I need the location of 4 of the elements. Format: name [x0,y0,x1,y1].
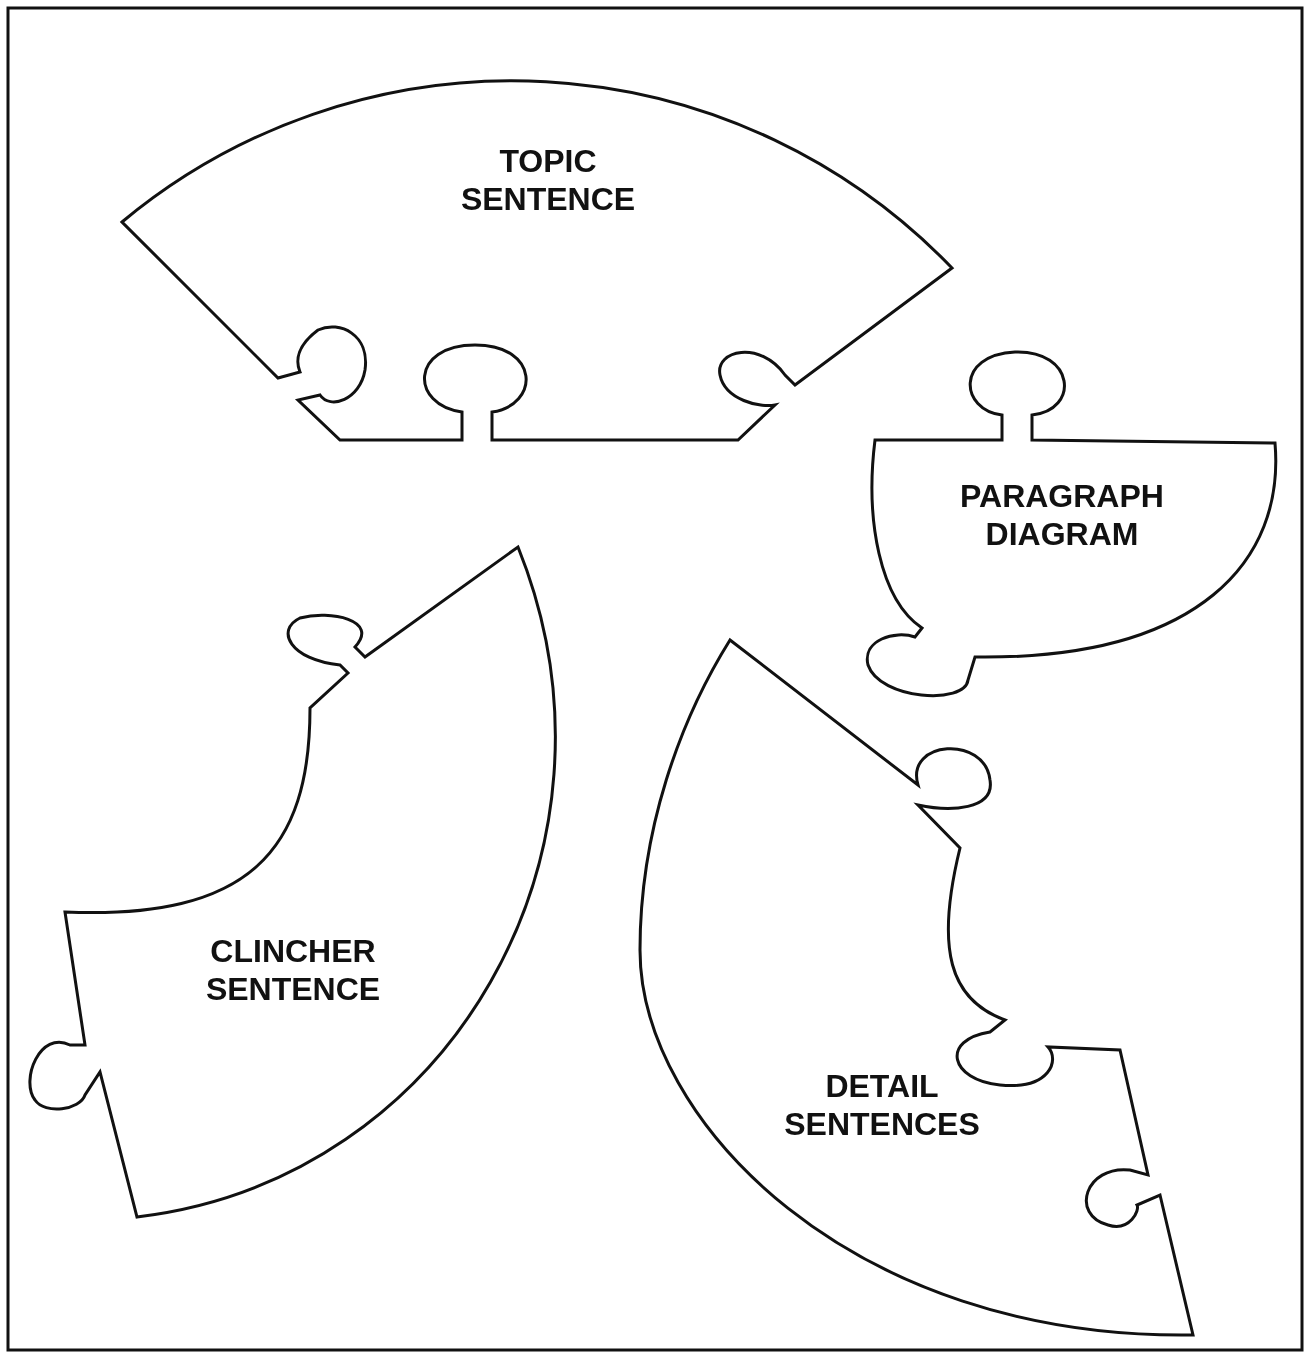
piece-label: TOPIC SENTENCE [459,141,637,219]
piece-label: PARAGRAPH DIAGRAM [959,476,1165,554]
piece-label: DETAIL SENTENCES [783,1066,981,1144]
piece-label: CLINCHER SENTENCE [204,931,382,1009]
